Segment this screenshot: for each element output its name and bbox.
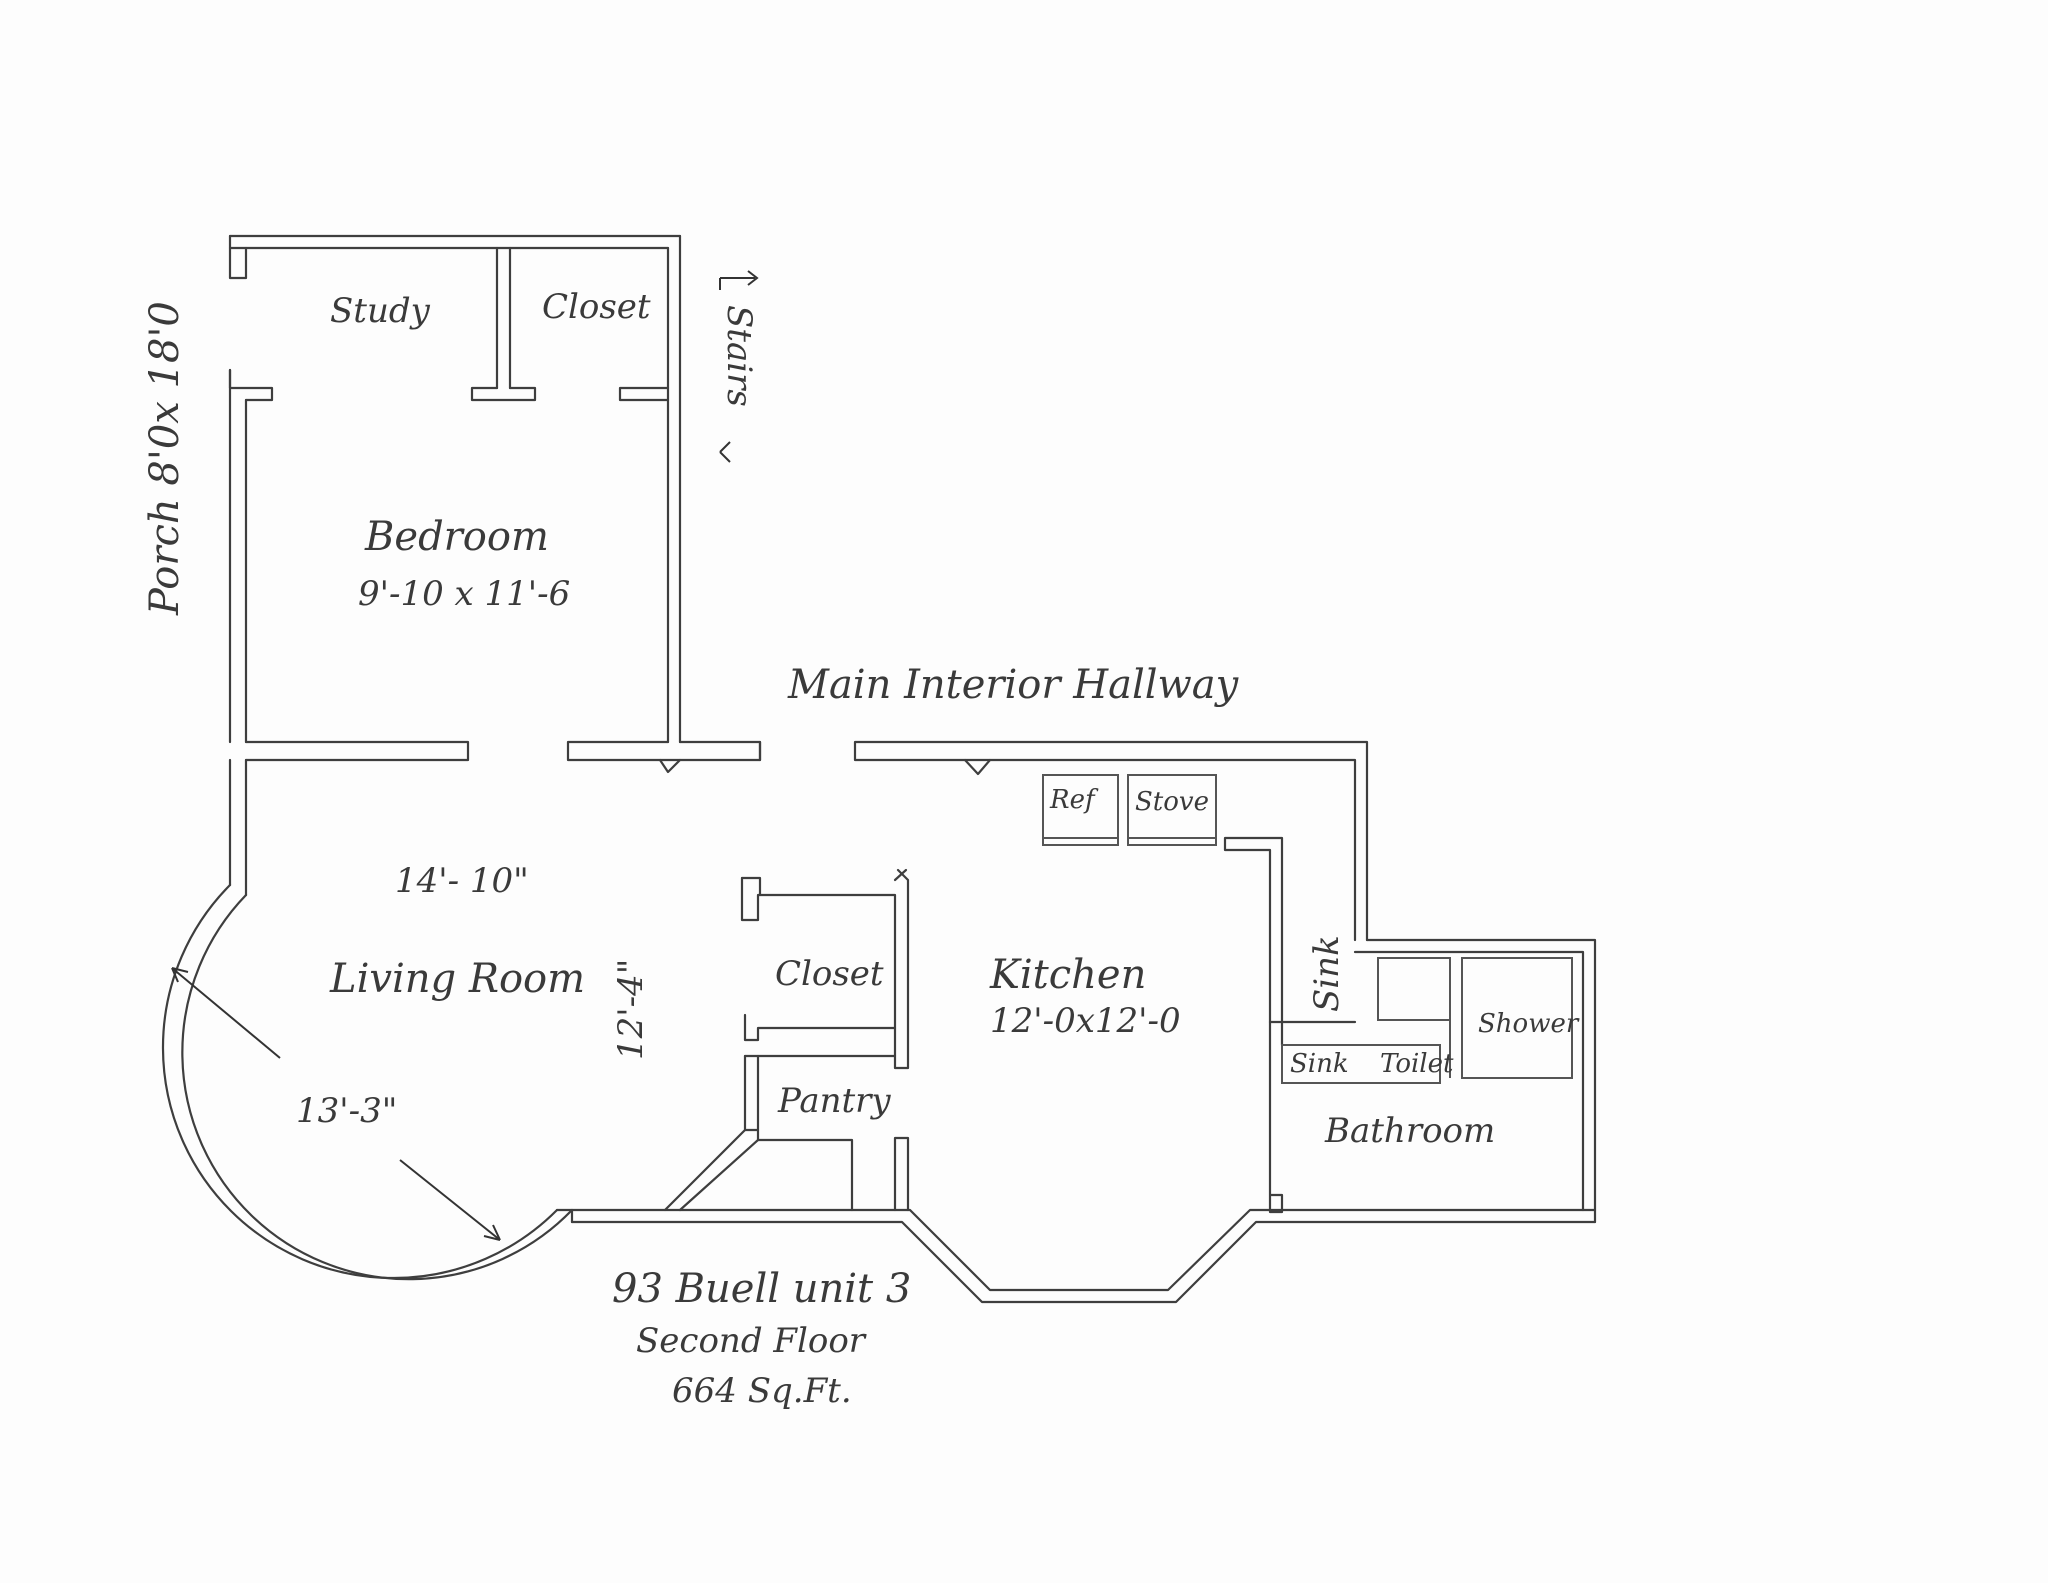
bath-cabinet (1377, 957, 1451, 1021)
living-room-label: Living Room (329, 956, 585, 1002)
bathroom-label: Bathroom (1324, 1111, 1495, 1151)
closet-mid-label: Closet (775, 954, 884, 994)
address-line1: 93 Buell unit 3 (612, 1266, 911, 1312)
walls (161, 234, 1597, 1304)
bath-sink-label: Sink (1290, 1049, 1349, 1079)
shower-label: Shower (1478, 1009, 1580, 1039)
stairs-label: Stairs (719, 305, 759, 407)
porch-label: Porch 8'0x 18'0 (142, 301, 188, 616)
living-width: 14'- 10" (395, 861, 529, 901)
radius-label: 13'-3" (296, 1091, 397, 1131)
living-depth: 12'-4" (611, 959, 651, 1060)
bedroom-dims: 9'-10 x 11'-6 (358, 574, 570, 614)
refrigerator (1042, 774, 1119, 846)
kitchen-sink-label: Sink (1307, 935, 1347, 1012)
arrows (171, 270, 759, 1241)
address-line2: Second Floor (636, 1321, 867, 1361)
shower (1461, 957, 1573, 1079)
kitchen-label: Kitchen (989, 952, 1146, 998)
stove-label: Stove (1135, 787, 1209, 817)
toilet-label: Toilet (1380, 1049, 1454, 1079)
closet-top-label: Closet (542, 287, 651, 327)
stove (1127, 774, 1217, 846)
hallway-label: Main Interior Hallway (787, 662, 1240, 708)
bedroom-label: Bedroom (364, 514, 549, 560)
kitchen-dims: 12'-0x12'-0 (990, 1001, 1181, 1041)
labels: Porch 8'0x 18'0 Study Closet Stairs Bedr… (142, 287, 1580, 1411)
ref-label: Ref (1049, 785, 1099, 815)
pantry-label: Pantry (777, 1081, 891, 1121)
fixtures (1042, 774, 1573, 1084)
address-line3: 664 Sq.Ft. (672, 1371, 852, 1411)
bath-vanity (1281, 1044, 1441, 1084)
study-label: Study (330, 291, 431, 331)
